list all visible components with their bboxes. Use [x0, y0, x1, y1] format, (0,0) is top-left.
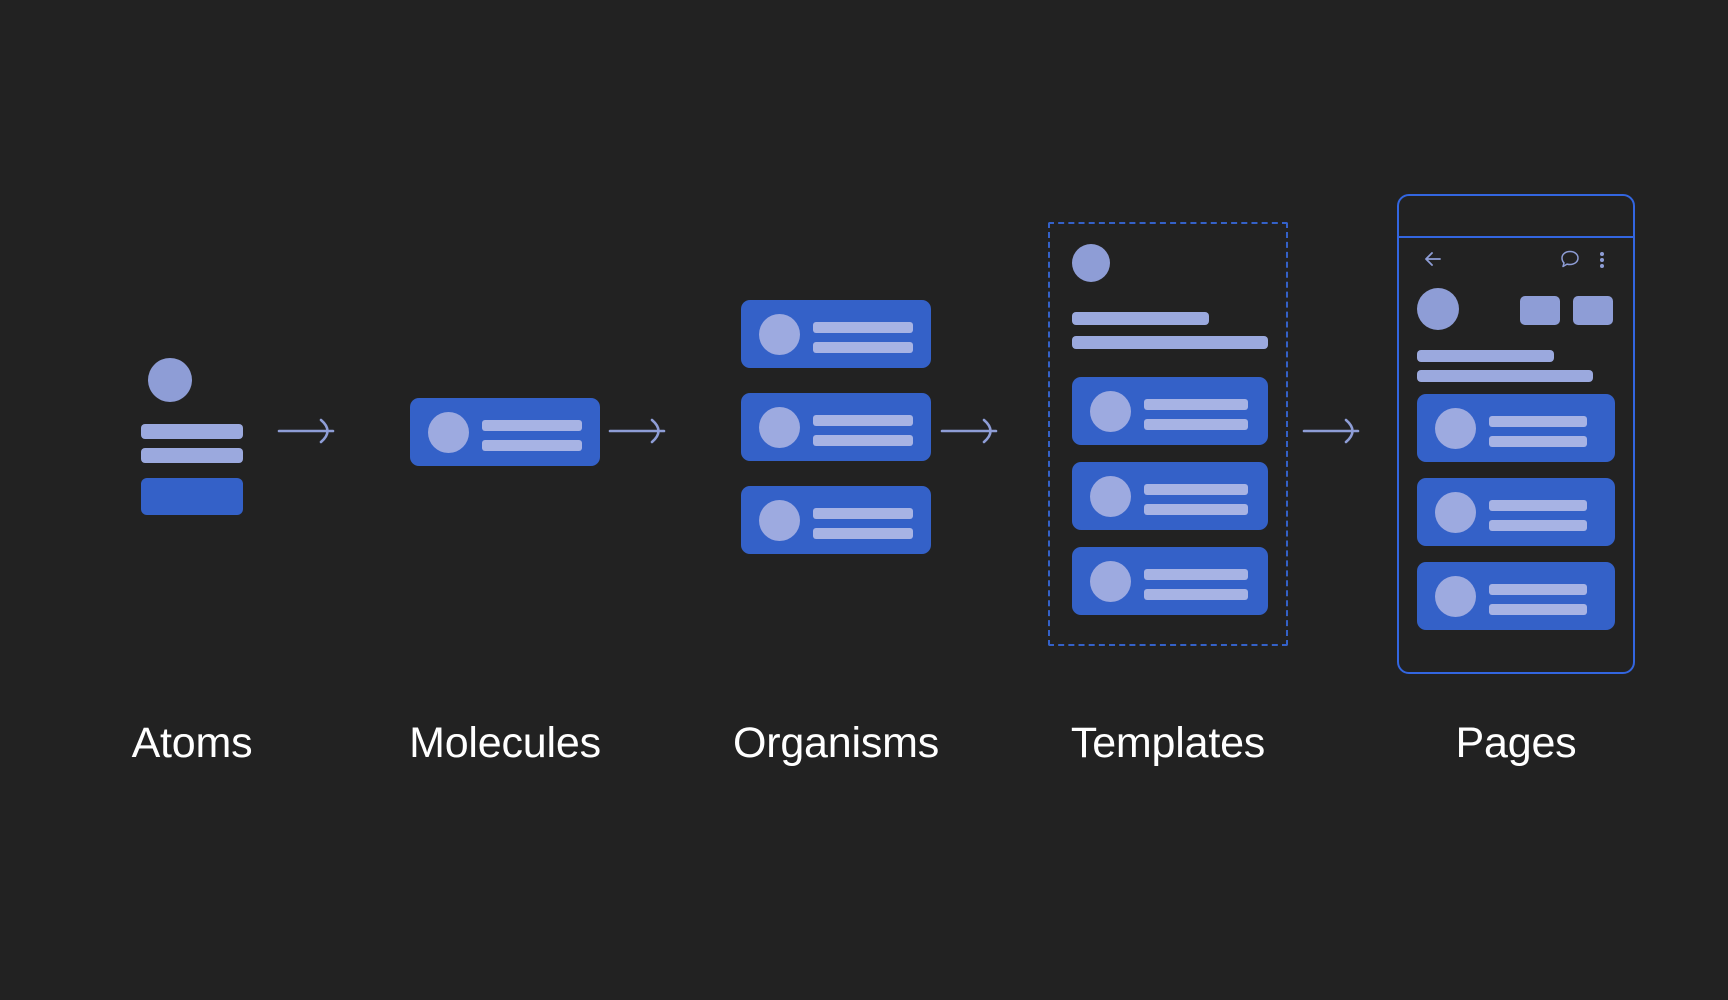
- text-bar: [1489, 436, 1587, 447]
- button-block[interactable]: [141, 478, 243, 515]
- header-action-button[interactable]: [1573, 296, 1613, 325]
- text-bar: [1144, 419, 1248, 430]
- organisms-visual: [741, 300, 931, 560]
- list-card[interactable]: [741, 300, 931, 368]
- kebab-dot: [1600, 252, 1604, 256]
- text-bar: [482, 420, 582, 431]
- list-card[interactable]: [1417, 478, 1615, 546]
- avatar-circle-icon: [1435, 408, 1476, 449]
- phone-header: [1417, 288, 1615, 382]
- text-bar: [1489, 520, 1587, 531]
- text-bar: [1144, 504, 1248, 515]
- kebab-dot: [1600, 264, 1604, 268]
- text-bar: [482, 440, 582, 451]
- text-bar: [1489, 604, 1587, 615]
- text-bar: [1144, 589, 1248, 600]
- text-bar: [813, 342, 913, 353]
- stage-label-pages: Pages: [1455, 719, 1577, 767]
- back-arrow-icon[interactable]: [1421, 248, 1443, 270]
- atoms-visual: [141, 358, 243, 515]
- avatar-circle-icon: [1090, 391, 1131, 432]
- avatar-circle-icon: [759, 314, 800, 355]
- stage-label-organisms: Organisms: [732, 719, 940, 767]
- right-arrow-icon: [940, 416, 1002, 446]
- chat-bubble-icon[interactable]: [1559, 248, 1581, 270]
- phone-status-bar: [1399, 196, 1633, 238]
- text-bar: [1417, 370, 1593, 382]
- text-bar: [1489, 416, 1587, 427]
- phone-nav-bar: [1399, 238, 1633, 280]
- text-bar: [813, 322, 913, 333]
- avatar-circle-icon: [1435, 492, 1476, 533]
- avatar-circle-icon: [1090, 476, 1131, 517]
- phone-frame: [1397, 194, 1635, 674]
- list-card[interactable]: [410, 398, 600, 466]
- text-bar: [813, 415, 913, 426]
- kebab-dot: [1600, 258, 1604, 262]
- right-arrow-icon: [1302, 416, 1364, 446]
- header-action-button[interactable]: [1520, 296, 1560, 325]
- avatar-circle-icon: [1417, 288, 1459, 330]
- text-bar: [1489, 584, 1587, 595]
- templates-content: [1072, 244, 1268, 615]
- list-card[interactable]: [741, 486, 931, 554]
- right-arrow-icon: [277, 416, 339, 446]
- text-bar: [1489, 500, 1587, 511]
- list-card[interactable]: [1072, 462, 1268, 530]
- list-card[interactable]: [1417, 562, 1615, 630]
- templates-wireframe-boundary: [1048, 222, 1288, 646]
- text-bar: [813, 435, 913, 446]
- text-bar: [813, 528, 913, 539]
- list-card[interactable]: [1417, 394, 1615, 462]
- text-bar: [141, 448, 243, 463]
- pages-visual: [1397, 194, 1635, 674]
- avatar-circle-icon: [759, 500, 800, 541]
- avatar-circle-icon: [1435, 576, 1476, 617]
- list-card[interactable]: [741, 393, 931, 461]
- avatar-circle-icon: [1072, 244, 1110, 282]
- stage-label-atoms: Atoms: [131, 719, 253, 767]
- text-bar: [1144, 399, 1248, 410]
- avatar-circle-icon: [148, 358, 192, 402]
- right-arrow-icon: [608, 416, 670, 446]
- phone-card-list: [1417, 394, 1615, 630]
- molecules-visual: [410, 398, 600, 466]
- stage-label-templates: Templates: [1070, 719, 1266, 767]
- list-card[interactable]: [1072, 547, 1268, 615]
- text-bar: [1417, 350, 1554, 362]
- text-bar: [1144, 569, 1248, 580]
- text-bar: [1144, 484, 1248, 495]
- kebab-menu-icon[interactable]: [1593, 248, 1611, 270]
- list-card[interactable]: [1072, 377, 1268, 445]
- avatar-circle-icon: [759, 407, 800, 448]
- avatar-circle-icon: [428, 412, 469, 453]
- text-bar: [813, 508, 913, 519]
- avatar-circle-icon: [1090, 561, 1131, 602]
- text-bar: [141, 424, 243, 439]
- text-bar: [1072, 312, 1209, 325]
- text-bar: [1072, 336, 1268, 349]
- stage-label-molecules: Molecules: [409, 719, 601, 767]
